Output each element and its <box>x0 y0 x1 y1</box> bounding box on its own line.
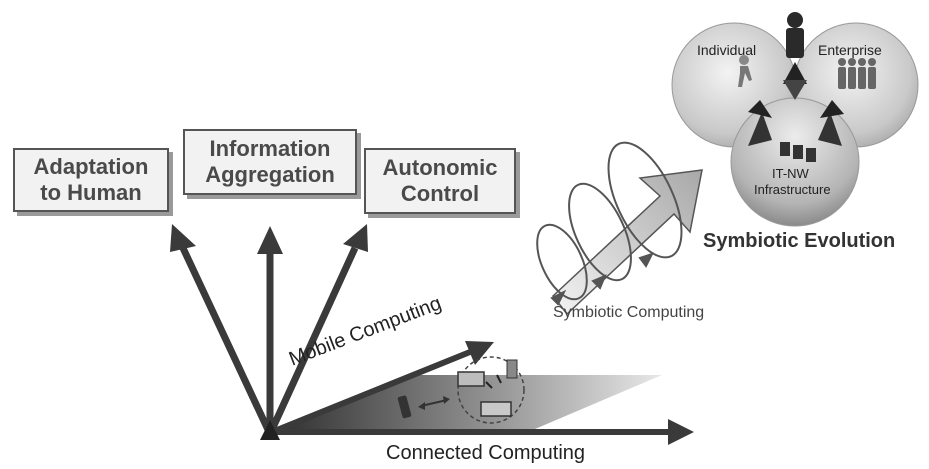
enterprise-label: Enterprise <box>818 42 882 58</box>
origin-marker <box>260 420 280 440</box>
symbiotic-evolution-title: Symbiotic Evolution <box>703 230 896 252</box>
adaptation-to-human-box: Adaptation to Human <box>13 148 169 212</box>
symbiotic-evolution-diagram <box>671 12 919 227</box>
mobile-computing-arrow <box>270 341 494 435</box>
infrastructure-label-line1: IT-NW <box>772 166 809 181</box>
connected-computing-arrow <box>272 419 694 445</box>
infrastructure-label-line2: Infrastructure <box>754 182 831 197</box>
vertical-axes-arrows <box>170 224 368 436</box>
autonomic-control-box: Autonomic Control <box>364 148 516 214</box>
individual-label: Individual <box>697 42 757 58</box>
devices-group <box>397 356 525 424</box>
computing-plane <box>272 375 662 432</box>
symbiotic-computing-label: Symbiotic Computing <box>553 304 705 321</box>
information-aggregation-box: Information Aggregation <box>183 129 357 195</box>
connected-computing-label: Connected Computing <box>386 442 586 464</box>
symbiotic-spiral <box>536 141 703 316</box>
